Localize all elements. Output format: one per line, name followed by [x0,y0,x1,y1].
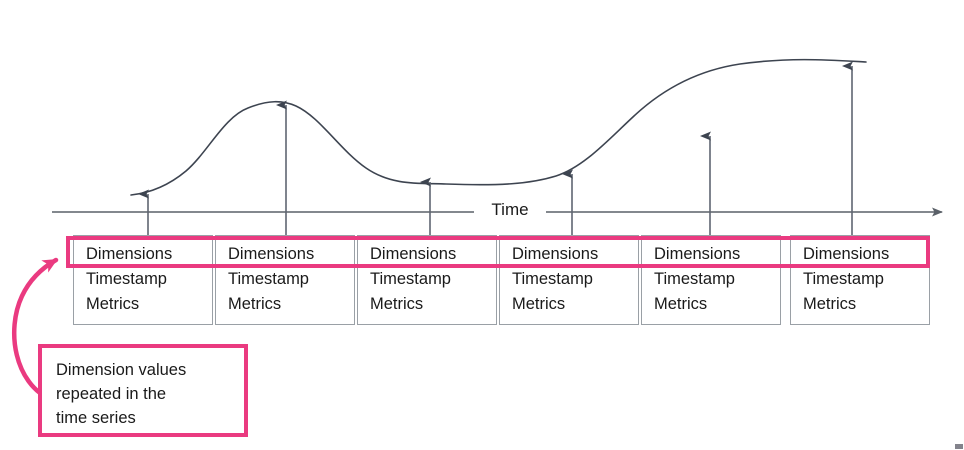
record-metrics-label: Metrics [654,295,708,313]
record-timestamp-label: Timestamp [654,270,735,288]
record-metrics-label: Metrics [86,295,140,313]
callout-line: time series [56,409,136,427]
record-dimensions-label: Dimensions [86,245,173,263]
record-metrics-label: Metrics [803,295,857,313]
record-timestamp-label: Timestamp [370,270,451,288]
record-dimensions-label: Dimensions [512,245,599,263]
annotation-callout: Dimension values repeated in the time se… [38,344,248,437]
record-box[interactable]: Dimensions Timestamp Metrics [641,235,781,325]
record-timestamp-label: Timestamp [512,270,593,288]
record-timestamp-label: Timestamp [803,270,884,288]
record-timestamp-label: Timestamp [228,270,309,288]
record-box[interactable]: Dimensions Timestamp Metrics [790,235,930,325]
record-timestamp-label: Timestamp [86,270,167,288]
record-dimensions-label: Dimensions [370,245,457,263]
record-box[interactable]: Dimensions Timestamp Metrics [215,235,355,325]
record-metrics-label: Metrics [370,295,424,313]
record-dimensions-label: Dimensions [228,245,315,263]
callout-line: Dimension values [56,361,187,379]
record-box[interactable]: Dimensions Timestamp Metrics [73,235,213,325]
callout-connector-arrow [11,257,59,403]
record-dimensions-label: Dimensions [803,245,890,263]
record-box[interactable]: Dimensions Timestamp Metrics [499,235,639,325]
record-metrics-label: Metrics [228,295,282,313]
record-dimensions-label: Dimensions [654,245,741,263]
record-metrics-label: Metrics [512,295,566,313]
callout-line: repeated in the [56,385,167,403]
time-series-curve [130,58,867,196]
time-axis-label: Time [474,200,546,220]
record-box[interactable]: Dimensions Timestamp Metrics [357,235,497,325]
corner-artifact [955,444,963,449]
